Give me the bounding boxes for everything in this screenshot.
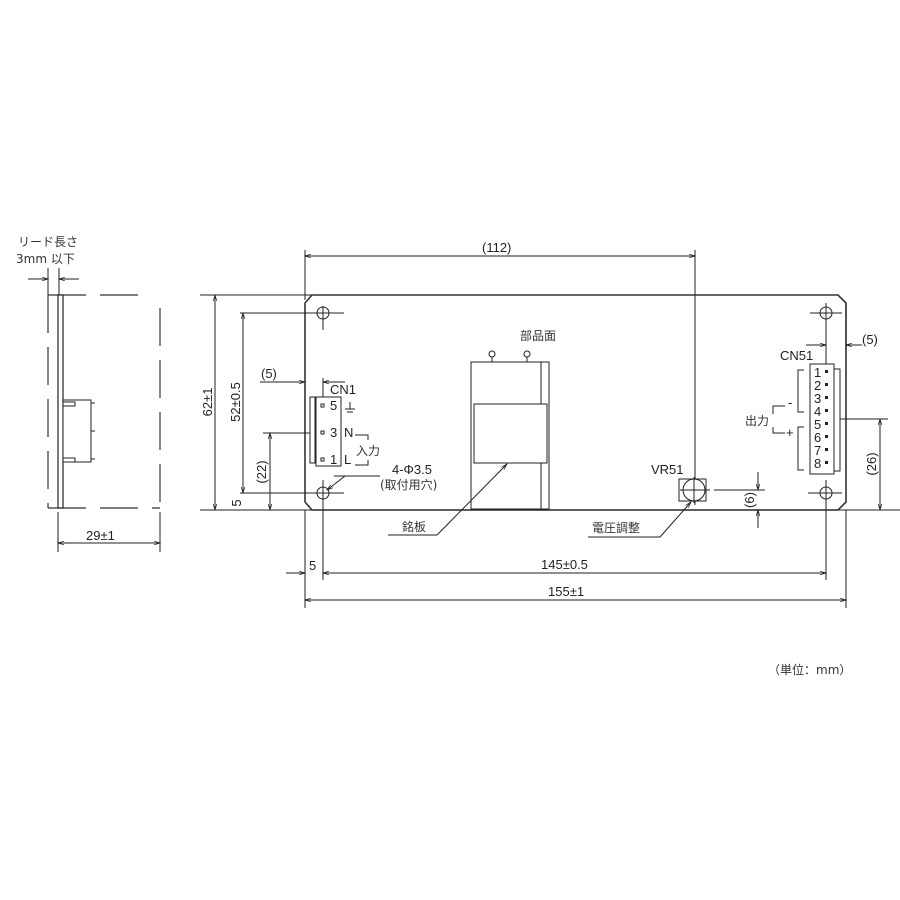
cn1-pin-3: 3 (330, 425, 337, 440)
cn51-offset-dimension: (5) (862, 332, 878, 347)
mounting-hole-icon (240, 480, 344, 520)
overall-width-dimension: 155±1 (548, 584, 584, 599)
width-ref-dimension: (112) (482, 240, 511, 255)
cn1-height-dimension: (22) (254, 460, 269, 483)
transformer-component: 部品面 (470, 328, 556, 510)
mounting-hole-icon (810, 303, 842, 330)
cn51-pin-5: 5 (814, 417, 821, 432)
minus-label: - (788, 395, 792, 410)
hole-pitch-h-dimension: 145±0.5 (541, 557, 588, 572)
component-side-label: 部品面 (520, 328, 556, 343)
cn51-height-dimension: (26) (864, 452, 879, 475)
lead-length-label-1: リード長さ (18, 235, 78, 249)
cn1-l-label: L (344, 452, 351, 467)
cn51-pins: 1 2 3 4 5 6 7 8 (814, 365, 828, 471)
cn51-pin-3: 3 (814, 391, 821, 406)
bottom-offset-dimension: 5 (229, 499, 244, 506)
front-view: (112) 62±1 52±0.5 5 (22) (5) (200, 240, 900, 608)
vr51-offset-dimension: (6) (742, 492, 757, 508)
depth-dimension: 29±1 (86, 528, 115, 543)
voltage-adjust-label: 電圧調整 (592, 520, 640, 535)
vr51-potentiometer: VR51 (651, 462, 710, 503)
plus-label: + (786, 425, 794, 440)
cn51-pin-4: 4 (814, 404, 821, 419)
mounting-hole-icon (808, 480, 842, 580)
cn51-pin-7: 7 (814, 443, 821, 458)
mounting-holes-sublabel: (取付用穴) (380, 477, 437, 492)
cn1-pin-5: 5 (330, 398, 337, 413)
cn1-pin-1: 1 (330, 452, 337, 467)
side-view: リード長さ 3mm 以下 29±1 (16, 235, 160, 552)
cn51-pin-6: 6 (814, 430, 821, 445)
mounting-holes-label: 4-Φ3.5 (392, 462, 432, 477)
cn51-pin-1: 1 (814, 365, 821, 380)
lead-length-label-2: 3mm 以下 (16, 252, 75, 266)
ground-icon (345, 402, 355, 413)
left-offset-dimension: 5 (309, 558, 316, 573)
cn51-connector: CN51 1 2 3 4 5 6 7 8 (745, 330, 841, 475)
cn1-label: CN1 (330, 382, 356, 397)
cn1-offset-dimension: (5) (261, 366, 277, 381)
output-label: 出力 (745, 414, 769, 428)
height-dimension: 62±1 (200, 388, 215, 417)
input-label: 入力 (356, 444, 380, 458)
cn1-connector: CN1 5 3 1 N L 入力 (309, 382, 380, 467)
mounting-hole-icon (305, 306, 344, 330)
hole-pitch-v-dimension: 52±0.5 (228, 382, 243, 422)
cn51-pin-8: 8 (814, 456, 821, 471)
nameplate-label: 銘板 (402, 519, 426, 534)
cn51-label: CN51 (780, 348, 813, 363)
cn51-pin-2: 2 (814, 378, 821, 393)
cn1-n-label: N (344, 425, 353, 440)
unit-note: （単位：mm） (768, 662, 851, 677)
vr51-label: VR51 (651, 462, 684, 477)
